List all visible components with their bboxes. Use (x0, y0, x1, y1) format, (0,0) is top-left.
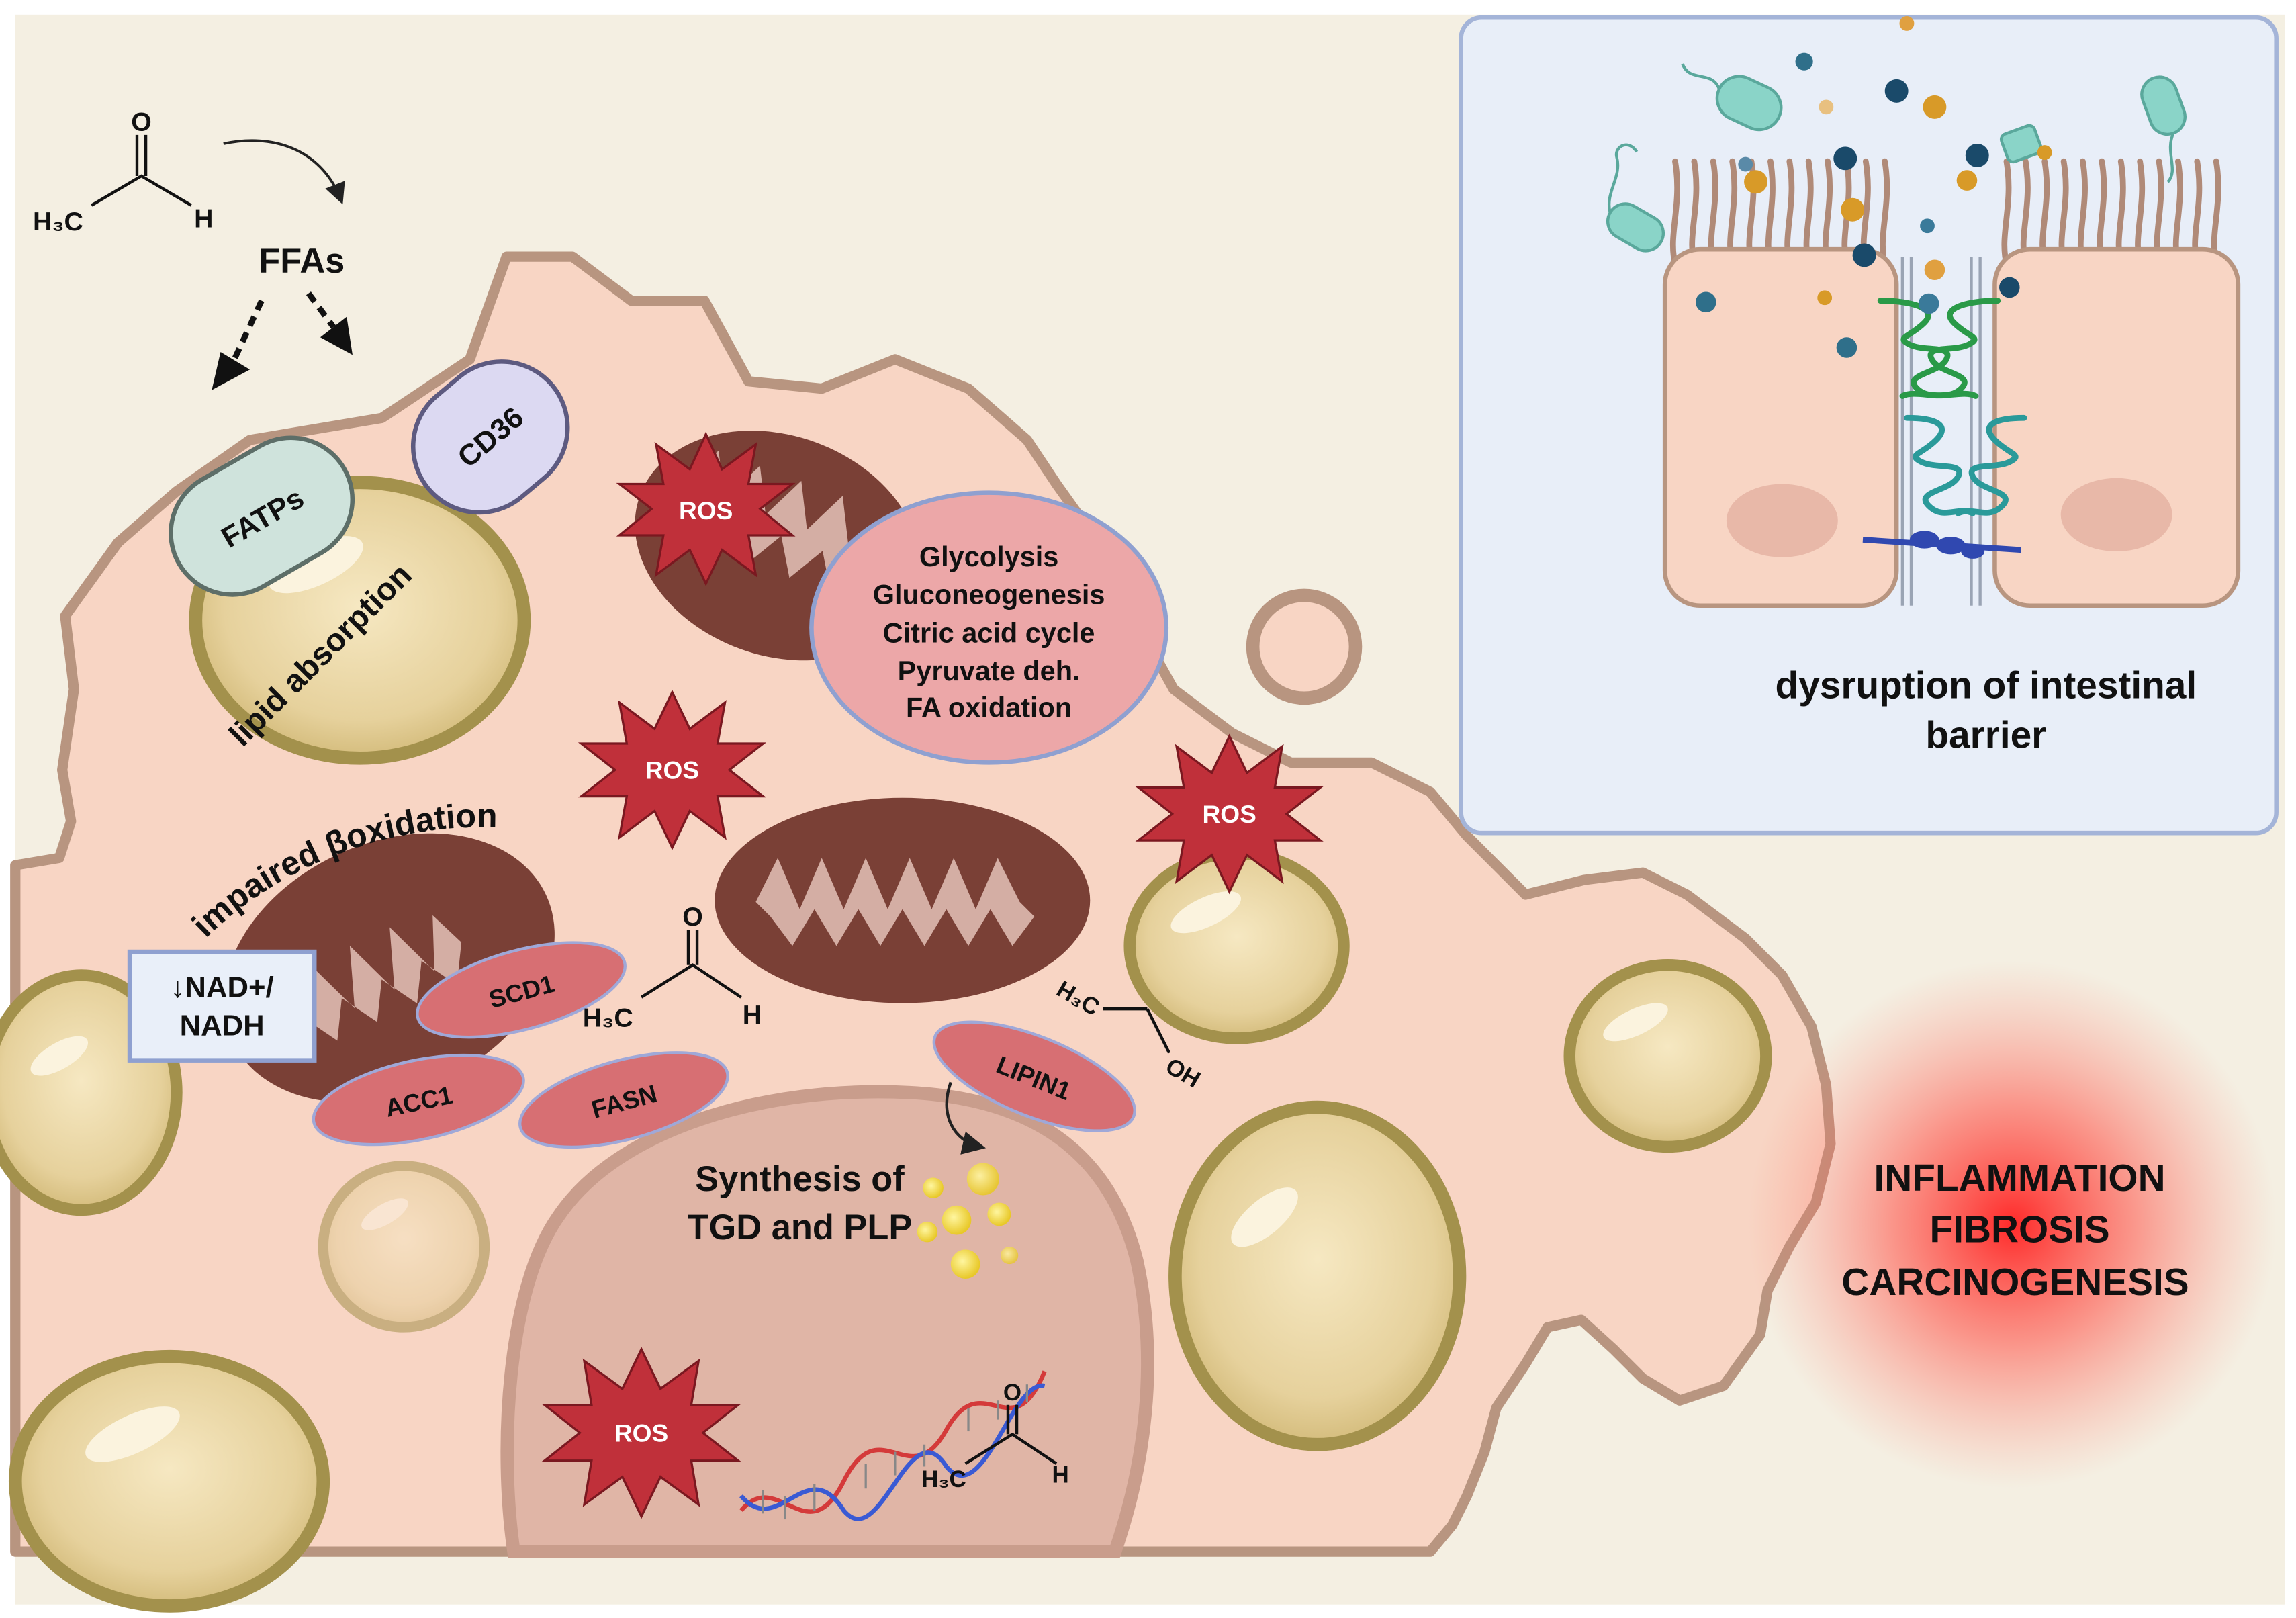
ros-star-right: ROS (1135, 733, 1324, 895)
lipin-arrow (945, 1081, 986, 1155)
acetaldehyde-molecule-center: O H₃C H (583, 902, 762, 1033)
nad-line-2: NADH (180, 1009, 265, 1042)
acetaldehyde-top-o: O (131, 107, 152, 136)
vesicle-circle (1246, 588, 1363, 705)
tight-junctions (1877, 298, 2027, 516)
acetaldehyde-nucleus-h: H (1052, 1462, 1068, 1488)
metabolism-line-1: Glycolysis (919, 541, 1058, 572)
outcome-inflammation: INFLAMMATION (1874, 1157, 2166, 1200)
ffas-label: FFAs (259, 242, 345, 281)
ros-label-right: ROS (1202, 800, 1256, 828)
ros-label-middle: ROS (645, 756, 699, 784)
metabolism-line-5: FA oxidation (906, 692, 1072, 723)
inflammation-glow (1748, 960, 2277, 1489)
metabolism-line-3: Citric acid cycle (883, 617, 1095, 648)
lipid-droplet-far-right (1563, 958, 1772, 1153)
bacteria (1606, 63, 2187, 253)
ros-star-top: ROS (616, 431, 796, 586)
ros-label-top: ROS (679, 496, 733, 525)
ffas-dashed-arrows (212, 291, 353, 390)
metabolism-line-4: Pyruvate deh. (898, 655, 1081, 686)
enzyme-scd1: SCD1 (416, 941, 627, 1039)
cd36-transporter: CD36 (410, 359, 570, 515)
enterocyte-right-nucleus (2060, 478, 2172, 551)
ros-star-middle: ROS (578, 689, 767, 850)
synthesis-line-1: Synthesis of (695, 1160, 905, 1199)
enzyme-fasn: FASN (518, 1051, 729, 1149)
ros-label-nucleus: ROS (614, 1419, 668, 1447)
inset-caption-line-2: barrier (1925, 715, 2046, 757)
lipid-droplet-faded (318, 1161, 490, 1333)
enterocyte-right (1992, 246, 2241, 609)
acetaldehyde-nucleus-h3c: H₃C (921, 1466, 966, 1492)
dna-helix (739, 1370, 1047, 1521)
acetaldehyde-nucleus-o: O (1003, 1380, 1021, 1406)
lipid-droplet-bottom-left (8, 1349, 330, 1613)
acetaldehyde-top-h3c: H₃C (33, 207, 83, 236)
desmosome (1862, 531, 2022, 559)
nad-line-1: ↓NAD+/ (171, 971, 274, 1004)
acetaldehyde-center-o: O (682, 902, 703, 932)
outcome-carcinogenesis: CARCINOGENESIS (1841, 1261, 2189, 1304)
enzyme-acc1: ACC1 (312, 1053, 525, 1147)
synthesis-line-2: TGD and PLP (688, 1208, 913, 1247)
inset-caption-line-1: dysruption of intestinal (1776, 664, 2197, 707)
outcome-fibrosis: FIBROSIS (1930, 1208, 2110, 1251)
nad-box: ↓NAD+/ NADH (127, 949, 317, 1063)
acetaldehyde-molecule-top: O H₃C H (33, 107, 214, 236)
lipid-dots (917, 1163, 1019, 1279)
mitochondrion-center (715, 797, 1091, 1003)
bacterium-left (1606, 143, 1665, 253)
ros-star-nucleus: ROS (541, 1347, 741, 1519)
bacterium-right (2140, 75, 2187, 183)
metabolism-line-2: Gluconeogenesis (873, 579, 1105, 611)
intestinal-barrier-inset: dysruption of intestinal barrier (1459, 15, 2279, 836)
lipid-droplet-bottom-right (1168, 1100, 1467, 1451)
enzyme-lipin1: LIPIN1 (932, 1020, 1136, 1132)
lipid-droplet-right-mid (1123, 848, 1350, 1044)
lipid-droplets (0, 476, 1772, 1613)
acetaldehyde-center-h3c: H₃C (583, 1003, 633, 1032)
bacterium-top (1681, 63, 1783, 132)
acetaldehyde-center-h: H (743, 1000, 762, 1030)
fatps-transporter: FATPs (169, 435, 355, 597)
metabolism-oval: Glycolysis Gluconeogenesis Citric acid c… (809, 490, 1169, 765)
acetaldehyde-molecule-nucleus: O H₃C H (921, 1380, 1069, 1492)
enterocyte-left-nucleus (1726, 484, 1838, 557)
acetaldehyde-top-h: H (194, 204, 213, 233)
enterocyte-left (1662, 246, 1899, 609)
particles (1696, 16, 2052, 358)
bacterium-center (1999, 124, 2043, 164)
curved-arrow (223, 139, 345, 205)
